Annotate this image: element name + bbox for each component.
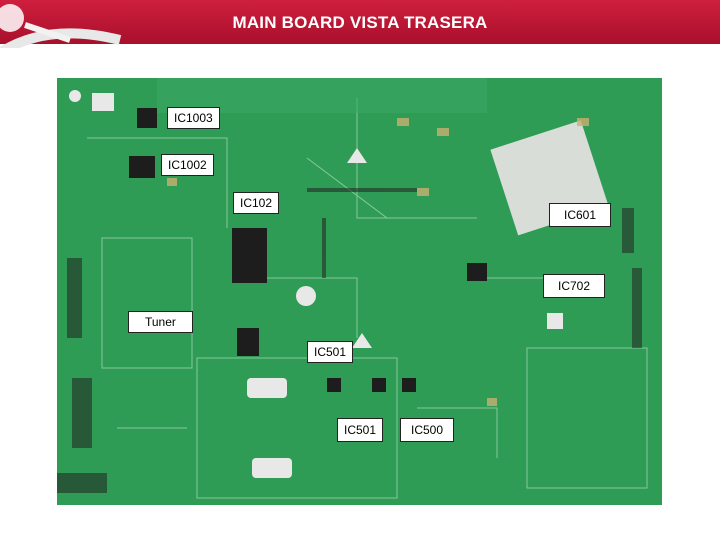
ic601-label: IC601 (549, 203, 612, 227)
header: MAIN BOARD VISTA TRASERA (0, 0, 720, 48)
ic500-label: IC500 (400, 418, 455, 442)
swoosh-graphic (0, 4, 122, 48)
ic501-bottom-label: IC501 (337, 418, 384, 442)
ic1002-label: IC1002 (161, 154, 214, 176)
ic501-top-label: IC501 (307, 341, 354, 363)
ic102-label: IC102 (233, 192, 280, 214)
ic702-label: IC702 (543, 274, 606, 298)
ic1003-label: IC1003 (167, 107, 220, 129)
tuner-label: Tuner (128, 311, 193, 333)
page-title: MAIN BOARD VISTA TRASERA (232, 13, 488, 32)
